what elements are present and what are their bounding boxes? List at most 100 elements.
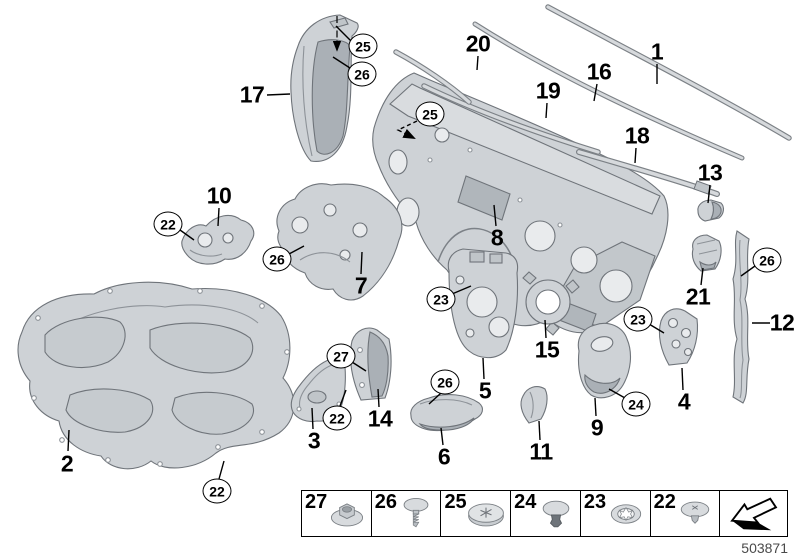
disc-washer-icon [464,494,508,534]
leader-line-11 [538,420,541,441]
leader-line-5 [482,357,485,380]
leader-line-26-part6 [428,392,442,405]
callout-22-bracket10[interactable]: 22 [153,211,183,237]
callout-23-part5[interactable]: 23 [426,286,456,312]
leader-line-8 [493,204,497,227]
part-illustration-strips [393,4,792,197]
leader-line-22-part2 [218,460,225,480]
leader-line-14 [377,388,380,408]
legend-number: 25 [444,491,467,513]
part-illustration-11 [520,386,548,424]
callout-1[interactable]: 1 [650,38,664,65]
leader-line-15 [544,319,547,339]
callout-11[interactable]: 11 [529,438,553,465]
callout-10[interactable]: 10 [206,182,232,209]
part-illustration-16 [472,21,745,161]
part-illustration-5 [447,248,519,359]
callout-2[interactable]: 2 [60,450,74,477]
leader-line-23-part5 [451,285,472,295]
leader-line-19 [545,102,548,119]
leader-line-3 [311,407,314,430]
callout-20[interactable]: 20 [465,30,491,57]
callout-22-part3[interactable]: 22 [322,405,352,431]
flanged-nut-icon [325,494,369,534]
callout-24-part9[interactable]: 24 [621,391,651,417]
callout-19[interactable]: 19 [535,77,561,104]
leader-line-9 [594,397,597,417]
legend-item-24[interactable]: 24 [510,491,580,536]
part-illustration-1 [545,4,792,141]
callout-23-part4[interactable]: 23 [623,306,653,332]
callout-7[interactable]: 7 [354,272,368,299]
leader-line-10 [217,207,220,227]
legend-item-27[interactable]: 27 [302,491,371,536]
leader-line-6 [440,427,444,446]
legend-item-26[interactable]: 26 [370,491,441,536]
legend-number: 24 [514,491,537,513]
callout-4[interactable]: 4 [677,388,691,415]
part-illustration-18 [576,149,720,197]
part-illustration-14 [349,327,392,401]
leader-line-22-part3 [339,389,347,407]
callout-27-part14[interactable]: 27 [326,343,356,369]
leader-line-25-top [335,25,352,42]
leader-line-2 [67,429,70,452]
part-illustration-19 [421,83,601,155]
leader-line-20 [476,55,479,71]
leader-line-22-bracket10 [179,229,195,241]
star-washer-clip-icon [604,494,648,534]
legend-item-22[interactable]: 22 [649,491,720,536]
leader-line-4 [681,367,684,391]
callout-26-part12[interactable]: 26 [752,247,782,273]
mushroom-screw-icon [394,494,438,534]
callout-21[interactable]: 21 [685,283,711,310]
part-illustration-17 [290,14,359,162]
callout-3[interactable]: 3 [307,427,321,454]
legend-item-25[interactable]: 25 [440,491,510,536]
part-illustration-2 [17,281,295,470]
callout-8[interactable]: 8 [490,224,504,251]
legend-item-23[interactable]: 23 [579,491,650,536]
callout-26-part6[interactable]: 26 [430,369,460,395]
callout-25-firewall[interactable]: 25 [415,101,445,127]
callout-18[interactable]: 18 [624,122,650,149]
callout-26-top[interactable]: 26 [347,61,377,87]
callout-26-bracket7[interactable]: 26 [262,246,292,272]
leader-line-26-part12 [740,265,756,277]
leader-line-13 [707,184,711,204]
legend-number: 26 [374,491,397,513]
part-illustration-10 [181,214,255,265]
callout-9[interactable]: 9 [590,414,604,441]
leader-line-7 [360,251,363,275]
part-illustration-15 [522,271,580,336]
leader-line-26-bracket7 [288,245,305,255]
leader-line-26-top [332,56,351,69]
callout-17[interactable]: 17 [239,81,265,108]
callout-16[interactable]: 16 [586,58,612,85]
callout-13[interactable]: 13 [697,159,723,186]
callout-15[interactable]: 15 [534,336,560,363]
legend-number: 27 [305,491,328,513]
part-illustration-9 [577,322,632,399]
callout-12[interactable]: 12 [769,309,795,336]
legend-table: 27 26 25 24 23 22 [301,490,788,537]
callout-25-top[interactable]: 25 [348,33,378,59]
expanding-rivet-icon [534,494,578,534]
callout-22-part2[interactable]: 22 [202,478,232,504]
dome-clip-icon [673,494,717,534]
diagram-number: 503871 [741,540,788,556]
legend-item-continue-arrow[interactable] [719,491,787,536]
leader-line-27-part14 [351,361,367,372]
leader-line-16 [593,83,598,102]
part-illustration-21 [691,234,722,272]
callout-6[interactable]: 6 [437,443,451,470]
leader-line-17 [266,93,291,96]
callout-14[interactable]: 14 [367,405,393,432]
legend-number: 23 [583,491,607,513]
legend-number: 22 [653,491,676,513]
callout-5[interactable]: 5 [478,377,492,404]
leader-line-21 [700,267,704,286]
